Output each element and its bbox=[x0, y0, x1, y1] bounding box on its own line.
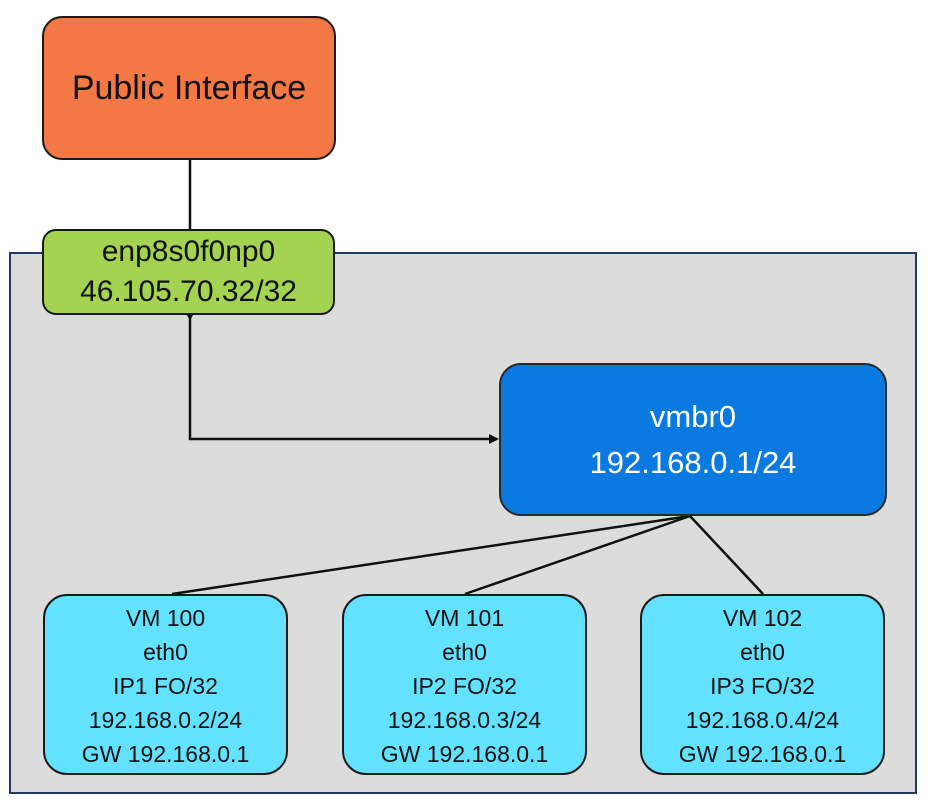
vm-private-ip: 192.168.0.3/24 bbox=[387, 706, 542, 733]
vm-name: VM 100 bbox=[125, 604, 206, 631]
vm-node-102: VM 102 eth0 IP3 FO/32 192.168.0.4/24 GW … bbox=[640, 594, 885, 775]
vm-gateway: GW 192.168.0.1 bbox=[380, 740, 549, 767]
vm-failover-ip: IP2 FO/32 bbox=[412, 672, 517, 699]
vm-failover-ip: IP3 FO/32 bbox=[710, 672, 815, 699]
vm-interface: eth0 bbox=[442, 638, 487, 665]
vm-interface: eth0 bbox=[143, 638, 188, 665]
vm-gateway: GW 192.168.0.1 bbox=[81, 740, 250, 767]
public-interface-label: Public Interface bbox=[71, 68, 307, 107]
vm-private-ip: 192.168.0.2/24 bbox=[88, 706, 243, 733]
vm-name: VM 102 bbox=[722, 604, 803, 631]
vm-private-ip: 192.168.0.4/24 bbox=[685, 706, 840, 733]
physical-nic-node: enp8s0f0np0 46.105.70.32/32 bbox=[42, 229, 335, 315]
public-interface-node: Public Interface bbox=[42, 16, 336, 160]
bridge-ip: 192.168.0.1/24 bbox=[589, 444, 797, 480]
vm-name: VM 101 bbox=[424, 604, 505, 631]
vm-node-101: VM 101 eth0 IP2 FO/32 192.168.0.3/24 GW … bbox=[342, 594, 587, 775]
vm-failover-ip: IP1 FO/32 bbox=[113, 672, 218, 699]
vm-node-100: VM 100 eth0 IP1 FO/32 192.168.0.2/24 GW … bbox=[43, 594, 288, 775]
vm-interface: eth0 bbox=[740, 638, 785, 665]
nic-ip: 46.105.70.32/32 bbox=[80, 275, 297, 308]
vm-gateway: GW 192.168.0.1 bbox=[678, 740, 847, 767]
nic-name: enp8s0f0np0 bbox=[101, 235, 276, 268]
bridge-node: vmbr0 192.168.0.1/24 bbox=[499, 363, 887, 516]
bridge-name: vmbr0 bbox=[649, 398, 737, 434]
